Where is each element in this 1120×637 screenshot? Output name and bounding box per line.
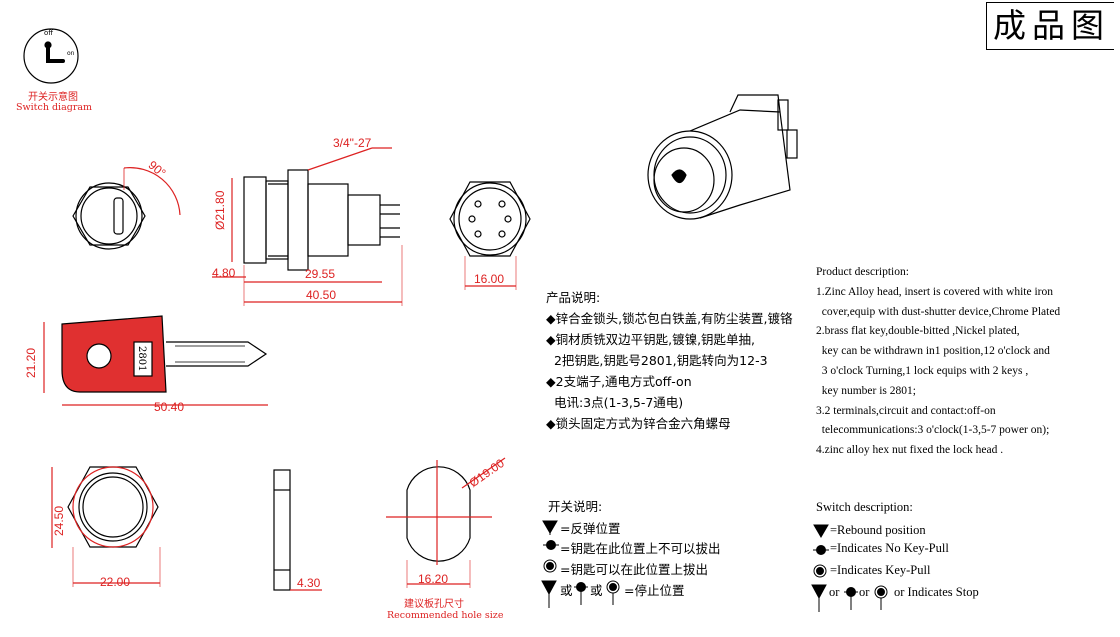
dim-50-40: 50.40 (154, 400, 185, 414)
switch-off-label: off (44, 29, 54, 37)
dim-29-55: 29.55 (305, 267, 336, 281)
dim-thread: 3/4"-27 (333, 136, 372, 150)
switch-cn-or-2: 或 (590, 583, 603, 598)
product-cn-line: 电讯:3点(1-3,5-7通电) (546, 395, 684, 410)
switch-en-or-1: or (829, 585, 840, 599)
switch-diagram-caption-en: Switch diagram (16, 102, 93, 113)
rear-view (449, 181, 531, 290)
legend-symbols-en (811, 524, 888, 612)
switch-en-rebound: =Rebound position (830, 523, 926, 537)
switch-cn-rebound: =反弹位置 (560, 521, 621, 536)
product-description-en: Product description: 1.Zinc Alloy head, … (816, 263, 1060, 461)
product-cn-line: ◆锌合金锁头,锁芯包白铁盖,有防尘装置,镀铬 (546, 311, 793, 326)
nut-front-view (51, 466, 161, 587)
dim-diameter-21-80: Ø21.80 (213, 190, 227, 230)
dim-24-50: 24.50 (52, 505, 66, 536)
page-title: 成品图 (986, 2, 1114, 50)
switch-cn-or-1: 或 (560, 583, 573, 598)
hole-caption-en: Recommended hole size (387, 610, 504, 621)
key-number-label: 2801 (136, 346, 147, 372)
switch-en-no-pull: =Indicates No Key-Pull (830, 541, 949, 555)
switch-on-label: on (67, 50, 75, 57)
switch-en-pull: =Indicates Key-Pull (830, 563, 931, 577)
dim-22-00: 22.00 (100, 575, 131, 589)
product-en-line: 2.brass flat key,double-bitted ,Nickel p… (816, 325, 1020, 338)
front-view (72, 167, 181, 250)
switch-cn-no-pull: =钥匙在此位置上不可以拔出 (560, 541, 721, 556)
switch-en-or-2: or (859, 585, 870, 599)
dim-16-20: 16.20 (418, 572, 449, 586)
product-en-line: 3 o'clock Turning,1 lock equips with 2 k… (816, 364, 1029, 377)
product-cn-line: ◆2支端子,通电方式off-on (546, 374, 692, 389)
switch-diagram (23, 28, 79, 84)
product-en-line: cover,equip with dust-shutter device,Chr… (816, 305, 1061, 318)
product-en-line: key number is 2801; (816, 384, 916, 397)
switch-en-stop: or Indicates Stop (894, 585, 979, 599)
product-description-cn: 产品说明: ◆锌合金锁头,锁芯包白铁盖,有防尘装置,镀铬 ◆铜材质铣双边平钥匙,… (546, 287, 793, 434)
product-en-line: 4.zinc alloy hex nut fixed the lock head… (816, 444, 1004, 457)
product-cn-heading: 产品说明: (546, 290, 601, 305)
hole-caption-cn: 建议板孔尺寸 (404, 599, 464, 610)
switch-cn-pull: =钥匙可以在此位置上拔出 (560, 562, 708, 577)
dim-16-00: 16.00 (474, 272, 505, 286)
nut-side-view (273, 469, 322, 591)
product-3d-view (647, 94, 798, 220)
product-cn-line: ◆铜材质铣双边平钥匙,镀镍,钥匙单抽, (546, 332, 756, 347)
product-cn-line: 2把钥匙,钥匙号2801,钥匙转向为12-3 (546, 353, 768, 368)
product-en-line: 3.2 terminals,circuit and contact:off-on (816, 404, 996, 417)
key-drawing (43, 315, 268, 406)
switch-cn-stop: =停止位置 (624, 583, 685, 598)
switch-cn-heading: 开关说明: (548, 499, 603, 514)
product-cn-line: ◆锁头固定方式为锌合金六角螺母 (546, 416, 731, 431)
product-en-line: key can be withdrawn in1 position,12 o'c… (816, 345, 1050, 358)
switch-diagram-caption-cn: 开关示意图 (28, 92, 78, 103)
switch-en-heading: Switch description: (816, 500, 913, 514)
product-en-heading: Product description: (816, 266, 909, 278)
dim-21-20: 21.20 (24, 347, 38, 378)
legend-symbols-cn (541, 520, 620, 608)
product-en-line: 1.Zinc Alloy head, insert is covered wit… (816, 285, 1053, 298)
product-en-line: telecommunications:3 o'clock(1-3,5-7 pow… (816, 424, 1050, 437)
recommended-hole (386, 457, 506, 588)
dim-4-30: 4.30 (297, 576, 321, 590)
side-view (212, 147, 403, 306)
dim-40-50: 40.50 (306, 288, 337, 302)
dim-4-80: 4.80 (212, 266, 236, 280)
